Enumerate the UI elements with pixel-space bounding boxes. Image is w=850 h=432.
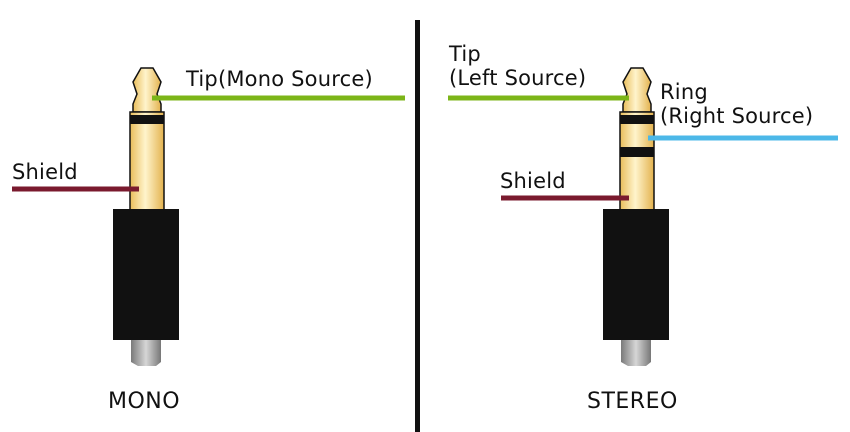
center-divider [415, 20, 420, 432]
stereo-plug-insulator-1 [620, 115, 654, 124]
stereo-plug-cable [621, 340, 651, 366]
stereo-plug-sleeve [619, 111, 655, 211]
stereo-ring-label-line2: (Right Source) [660, 104, 814, 128]
mono-plug-tip [132, 67, 162, 113]
mono-plug-cable [131, 340, 161, 366]
mono-plug [113, 67, 179, 366]
stereo-plug-handle [603, 209, 669, 340]
stereo-tip-label-line2: (Left Source) [449, 66, 587, 90]
mono-plug-handle [113, 209, 179, 340]
mono-plug-sleeve [129, 111, 165, 211]
stereo-tip-label-line1: Tip [449, 42, 481, 66]
stereo-shield-label: Shield [500, 169, 566, 193]
stereo-plug-tip [622, 67, 652, 113]
mono-shield-label: Shield [12, 160, 78, 184]
mono-tip-label: Tip(Mono Source) [186, 67, 373, 91]
mono-plug-insulator [130, 115, 164, 124]
stereo-ring-label-line1: Ring [660, 80, 708, 104]
stereo-tip-label: Tip (Left Source) [449, 42, 586, 90]
stereo-plug [603, 67, 669, 366]
stereo-caption: STEREO [587, 389, 678, 414]
mono-caption: MONO [108, 389, 181, 414]
stereo-ring-label: Ring (Right Source) [660, 80, 813, 128]
stereo-plug-insulator-2 [620, 147, 654, 157]
